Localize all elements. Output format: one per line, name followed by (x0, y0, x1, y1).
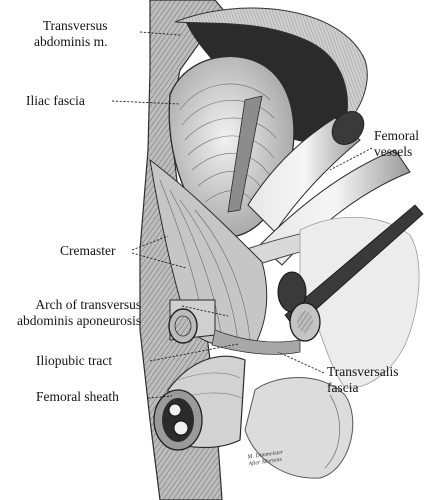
label-arch-line2: abdominis aponeurosis (17, 313, 142, 328)
label-femoral-line2: vessels (374, 144, 413, 159)
femoral-vein-lumen (173, 420, 189, 436)
pubic-region (244, 377, 354, 479)
leader-cremaster-a (131, 235, 169, 251)
label-transversus-line2: abdominis m. (34, 34, 108, 49)
label-transversus-abdominis: Transversus abdominis m. (34, 18, 108, 50)
leader-femoral-sheath (147, 395, 173, 399)
leader-lines (111, 31, 373, 399)
leader-arch (181, 305, 229, 317)
leader-femoral-vessels (329, 147, 373, 171)
label-iliopubic-tract: Iliopubic tract (36, 353, 113, 368)
external-iliac-vessel (247, 117, 361, 233)
label-arch-of-transversus: Arch of transversus abdominis aponeurosi… (17, 297, 141, 329)
label-arch-line1: Arch of transversus (35, 297, 142, 312)
iliopsoas-band (227, 95, 263, 213)
leader-transversus (139, 31, 181, 36)
label-transversalis-fascia: Transversalis fascia (327, 364, 399, 396)
leader-cremaster-b (131, 252, 187, 269)
label-cremaster: Cremaster (60, 243, 116, 258)
label-transversalis-line2: fascia (327, 380, 359, 395)
label-transversus-line1: Transversus (42, 18, 108, 33)
leader-transversalis (277, 351, 325, 374)
label-femoral-sheath: Femoral sheath (36, 389, 119, 404)
label-femoral-vessels: Femoral vessels (374, 128, 419, 160)
vessel-opening-top (331, 111, 365, 145)
transversalis-fascia-region (299, 216, 420, 389)
femoral-artery-lumen (168, 403, 182, 417)
label-transversalis-line1: Transversalis (327, 364, 399, 379)
label-iliac-fascia: Iliac fascia (26, 93, 85, 108)
label-femoral-line1: Femoral (374, 128, 419, 143)
iliopubic-tract-band (211, 329, 301, 355)
